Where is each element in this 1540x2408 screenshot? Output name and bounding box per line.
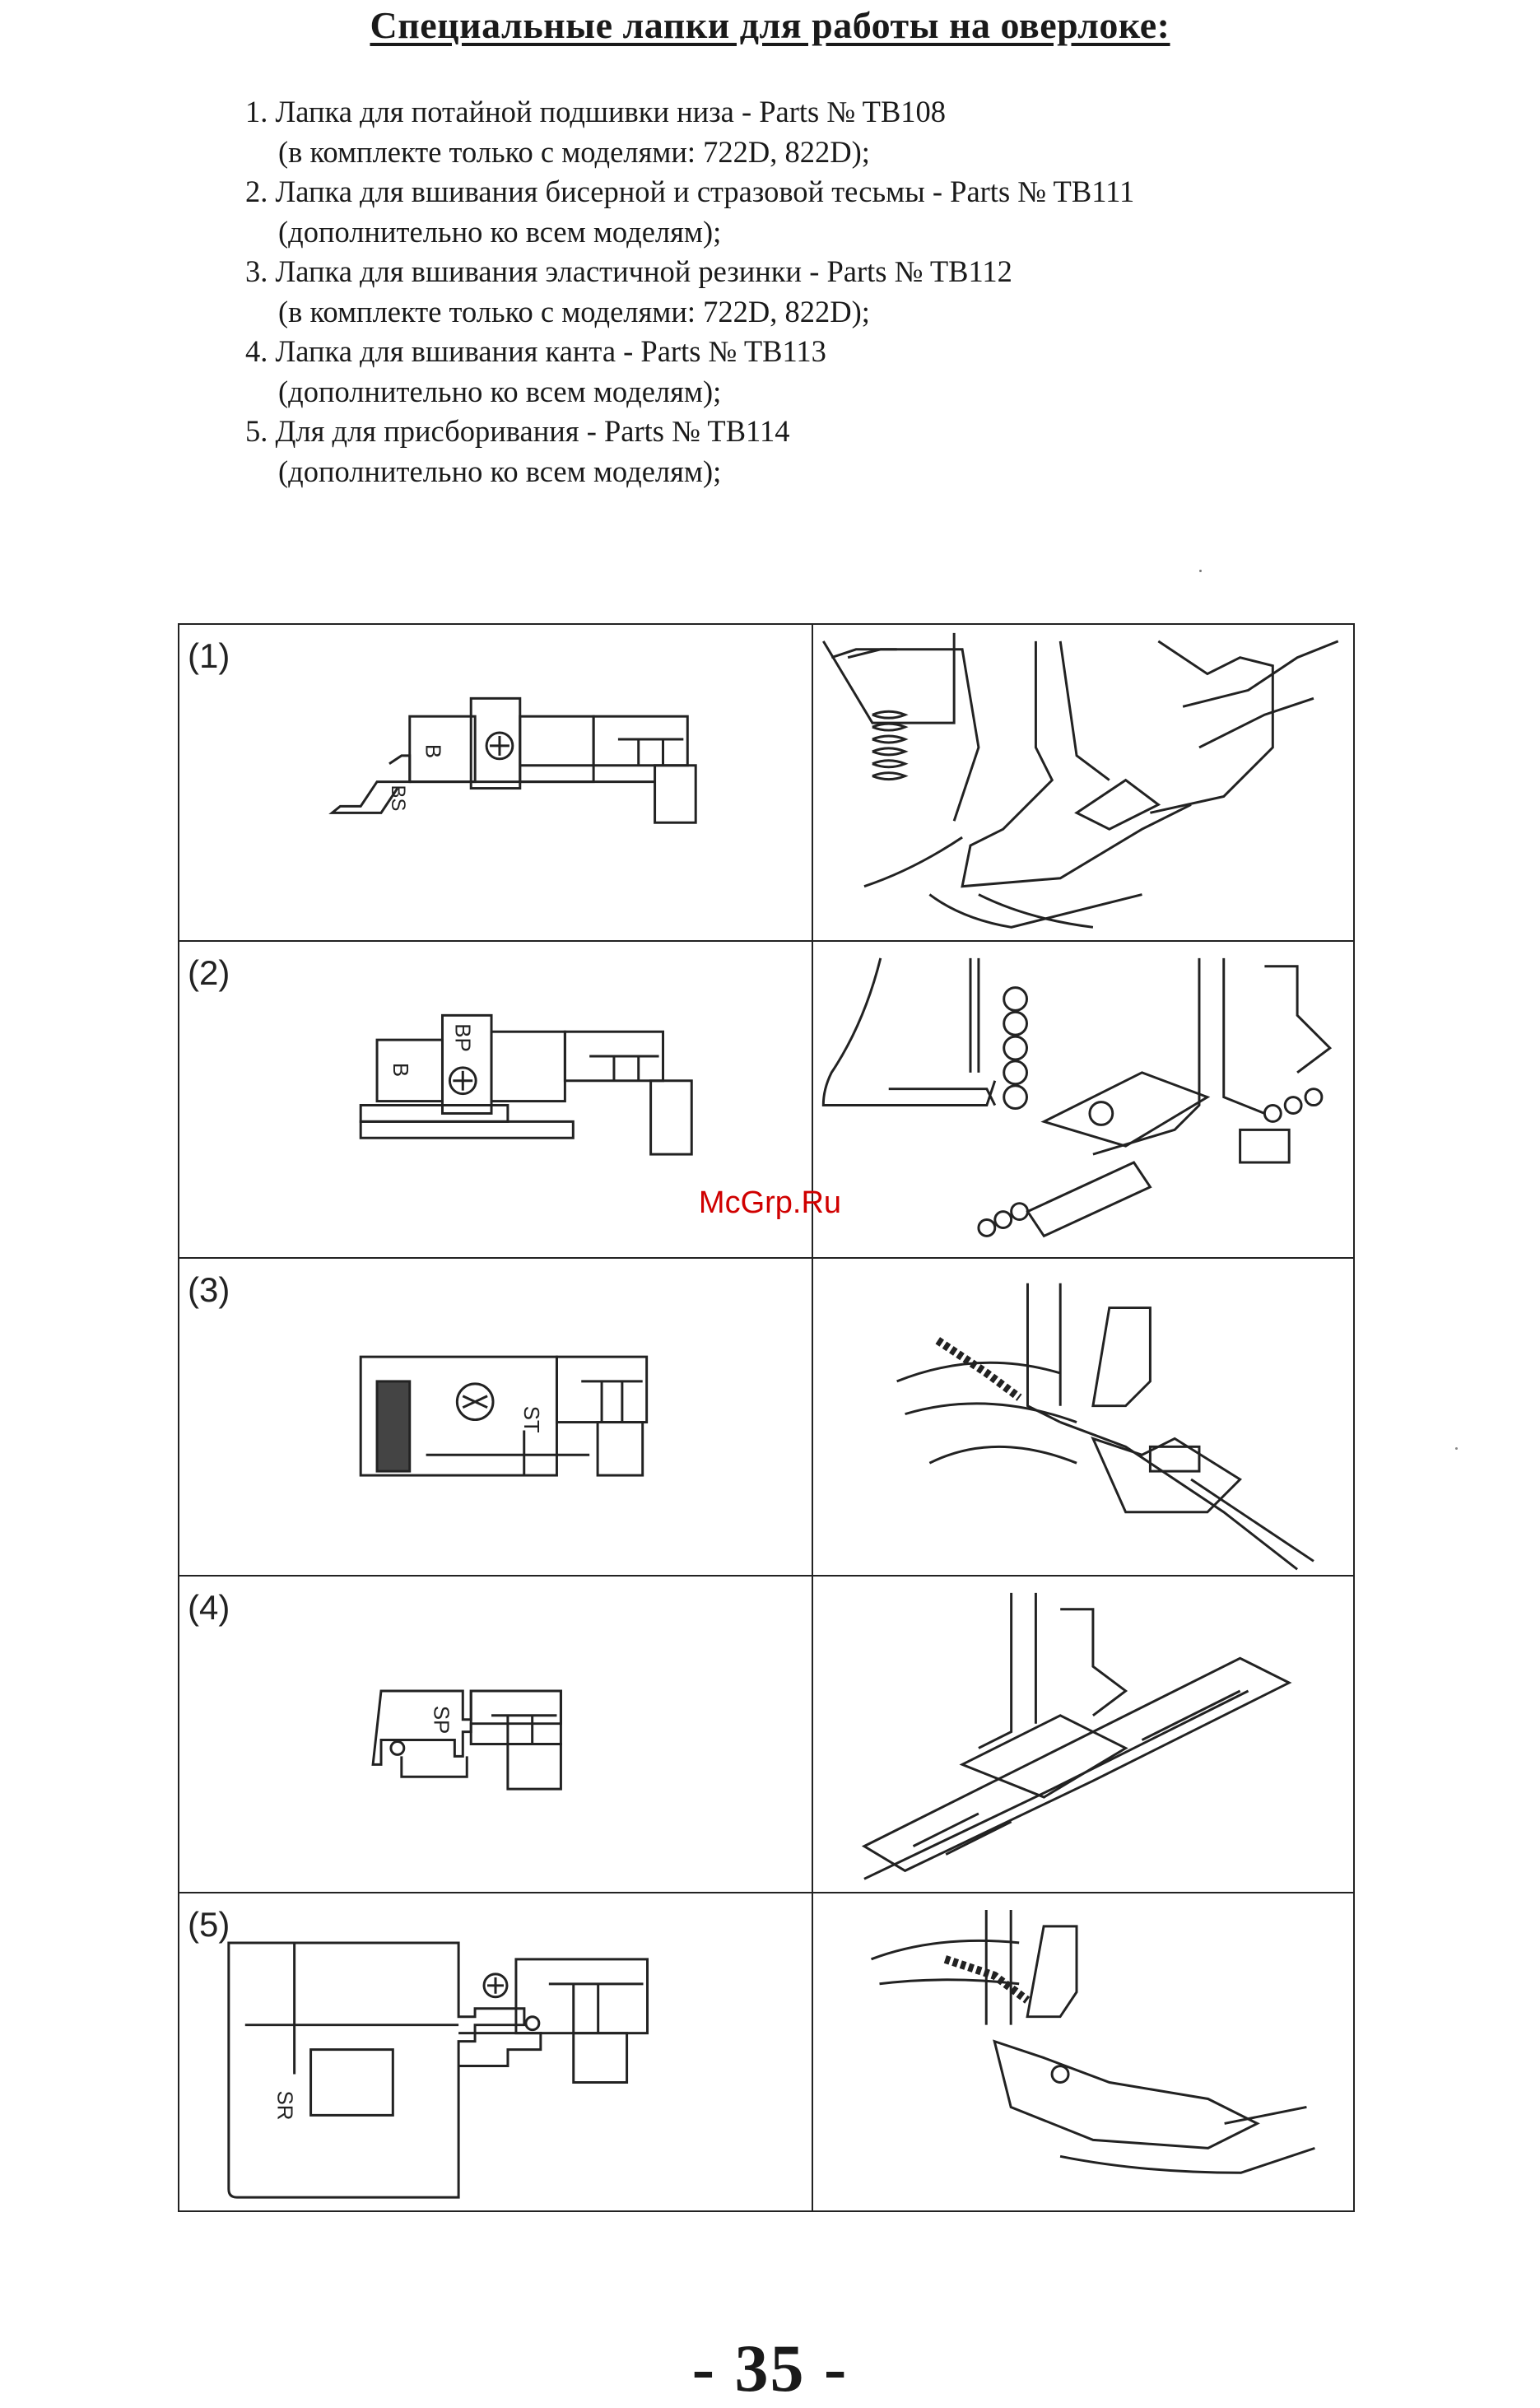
page-title: Специальные лапки для работы на оверлоке… — [370, 4, 1170, 46]
usage-figure-2 — [813, 942, 1353, 1260]
page-number: - 35 - — [691, 2331, 849, 2406]
list-item: 3. Лапка для вшивания эластичной резинки… — [245, 254, 1012, 328]
foot-figure-5: (5) SR — [179, 1893, 813, 2210]
foot-figure-2: (2) B BP — [179, 942, 813, 1260]
figure-number: (5) — [188, 1904, 230, 1944]
usage-figure-4 — [813, 1577, 1353, 1893]
foot-tb112-drawing: ST — [359, 1356, 649, 1477]
piping-usage-drawing — [861, 1592, 1292, 1880]
figure-number: (2) — [188, 953, 230, 993]
foot-tb111-drawing: B BP — [359, 1014, 693, 1156]
foot-mark-sp: SP — [430, 1705, 453, 1733]
foot-tb114-drawing: SR — [227, 1941, 649, 2199]
foot-mark-bs: BS — [387, 785, 409, 812]
usage-figure-5 — [813, 1893, 1353, 2210]
scan-speck — [1455, 1447, 1458, 1450]
blind-hem-usage-drawing — [822, 632, 1339, 929]
foot-figure-3: (3) ST — [179, 1259, 813, 1577]
foot-tb113-drawing: SP — [371, 1689, 562, 1791]
foot-mark-bp: BP — [450, 1023, 473, 1051]
gathering-usage-drawing — [871, 1909, 1315, 2174]
foot-mark-st: ST — [519, 1406, 542, 1433]
parts-list: 1. Лапка для потайной подшивки низа - Pa… — [245, 92, 1398, 491]
watermark: McGrp.Ru — [698, 1185, 842, 1220]
foot-figure-1: (1) B BS — [179, 625, 813, 943]
bead-tape-usage-drawing — [821, 957, 1333, 1238]
figure-number: (4) — [188, 1587, 230, 1627]
elastic-usage-drawing — [896, 1283, 1314, 1571]
figure-number: (1) — [188, 636, 230, 675]
foot-mark-b: B — [421, 744, 444, 758]
foot-tb108-drawing: B BS — [328, 696, 697, 824]
figure-number: (3) — [188, 1270, 230, 1310]
list-item: 1. Лапка для потайной подшивки низа - Pa… — [245, 95, 947, 169]
foot-mark-sr: SR — [273, 2090, 296, 2120]
scan-speck — [1199, 570, 1202, 572]
usage-figure-3 — [813, 1259, 1353, 1577]
list-item: 5. Для для присборивания - Parts № TB114… — [245, 414, 790, 488]
usage-figure-1 — [813, 625, 1353, 943]
figure-table: (1) B BS — [178, 623, 1355, 2212]
foot-figure-4: (4) SP — [179, 1576, 813, 1893]
list-item: 2. Лапка для вшивания бисерной и стразов… — [245, 175, 1135, 249]
list-item: 4. Лапка для вшивания канта - Parts № TB… — [245, 334, 826, 408]
foot-mark-b: B — [388, 1063, 412, 1077]
